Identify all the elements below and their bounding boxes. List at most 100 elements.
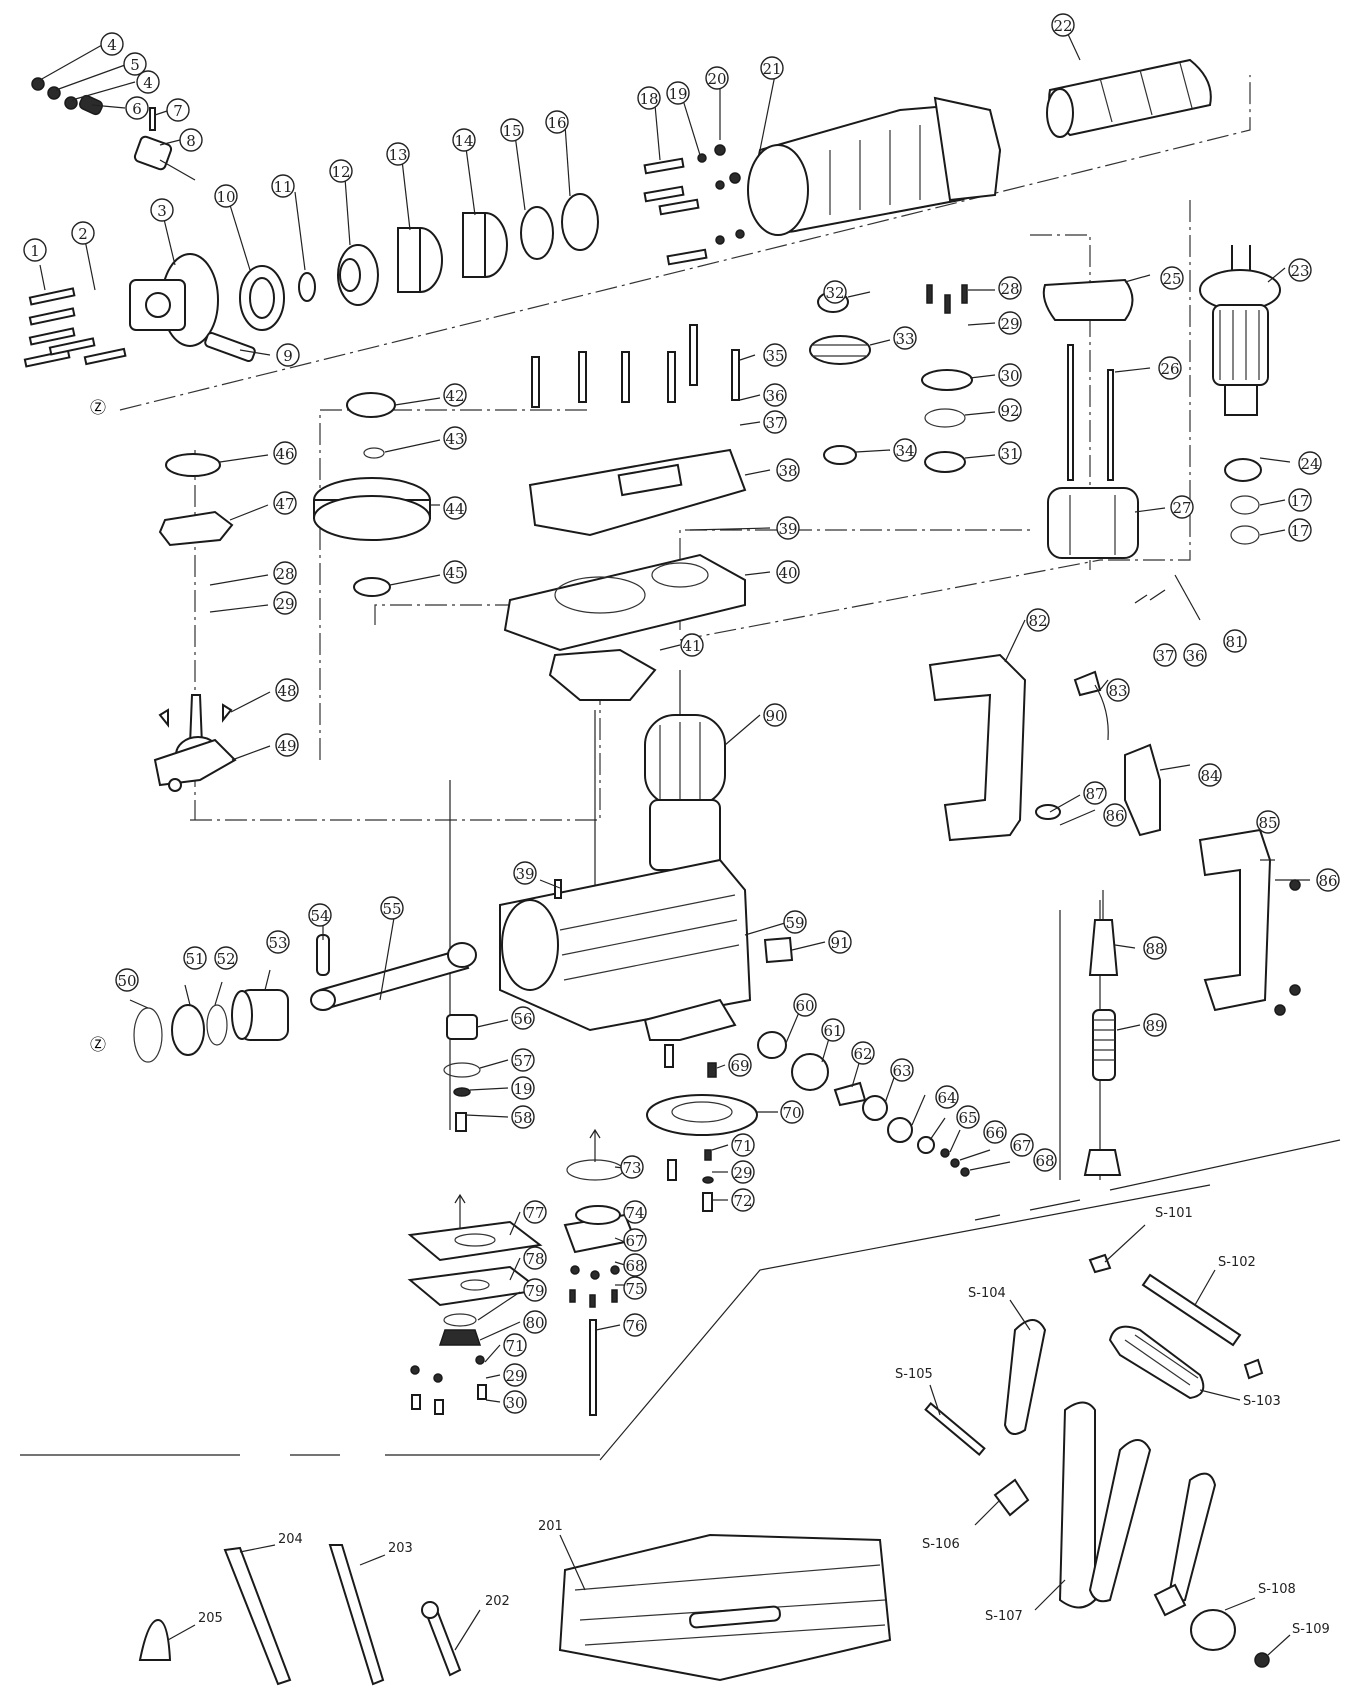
- callout-number: 81: [1225, 633, 1244, 651]
- callout-circle: [1170, 495, 1194, 519]
- callout-c9: 9: [276, 343, 300, 367]
- callout-c19b: 19: [511, 1076, 535, 1100]
- callout-circle: [500, 118, 524, 142]
- callout-c4a: 4: [100, 32, 124, 56]
- callout-number: 4: [107, 36, 117, 54]
- chuck-assembly: [23, 77, 599, 368]
- callout-c48: 48: [275, 678, 299, 702]
- accessory-labels: S-101 S-102 S-103 S-104 S-105 S-106 S-10…: [198, 1206, 1330, 1637]
- callout-circle: [329, 159, 353, 183]
- callout-c67b: 67: [623, 1228, 647, 1252]
- callout-circle: [1010, 1133, 1034, 1157]
- callout-circle: [513, 861, 537, 885]
- callout-c19a: 19: [666, 81, 690, 105]
- callout-c21: 21: [760, 56, 784, 80]
- callout-number: 34: [895, 442, 914, 460]
- callout-c6: 6: [125, 96, 149, 120]
- callout-c37a: 37: [763, 410, 787, 434]
- callout-circle: [166, 98, 190, 122]
- callout-c13: 13: [386, 142, 410, 166]
- callout-circle: [275, 678, 299, 702]
- callout-number: 1: [30, 242, 40, 260]
- callout-circle: [443, 426, 467, 450]
- motor-parts: [1042, 245, 1281, 559]
- callout-number: 24: [1300, 455, 1319, 473]
- callout-c16: 16: [545, 110, 569, 134]
- callout-c20: 20: [705, 66, 729, 90]
- callout-c18: 18: [637, 86, 661, 110]
- callout-number: 54: [310, 907, 329, 925]
- callout-c59: 59: [783, 910, 807, 934]
- callout-c36a: 36: [763, 383, 787, 407]
- callout-c82: 82: [1026, 608, 1050, 632]
- callout-number: 19: [513, 1080, 532, 1098]
- callout-c29c: 29: [731, 1160, 755, 1184]
- callout-number: 64: [937, 1089, 956, 1107]
- callout-number: 29: [505, 1367, 524, 1385]
- callout-circle: [273, 561, 297, 585]
- callout-c81: 81: [1223, 629, 1247, 653]
- callout-circle: [1288, 518, 1312, 542]
- label-203: 203: [388, 1541, 413, 1556]
- callout-circle: [503, 1390, 527, 1414]
- callout-circle: [125, 96, 149, 120]
- callout-number: 27: [1172, 499, 1191, 517]
- callout-c47: 47: [273, 491, 297, 515]
- barrel-housing: [643, 58, 1212, 266]
- callout-circle: [728, 1053, 752, 1077]
- callout-number: 13: [388, 146, 407, 164]
- callout-circle: [179, 128, 203, 152]
- callout-number: 82: [1028, 612, 1047, 630]
- callout-number: 36: [1185, 647, 1204, 665]
- callout-circle: [998, 311, 1022, 335]
- label-s106: S-106: [922, 1537, 960, 1552]
- callout-number: 46: [275, 445, 294, 463]
- callout-number: 23: [1290, 262, 1309, 280]
- callout-c86a: 86: [1103, 803, 1127, 827]
- callout-number: 47: [275, 495, 294, 513]
- callout-number: 67: [1012, 1137, 1031, 1155]
- screws-18: [643, 144, 745, 266]
- callout-circle: [545, 110, 569, 134]
- callout-number: 67: [625, 1232, 644, 1250]
- callout-number: 77: [525, 1204, 544, 1222]
- callout-c50: 50: [115, 968, 139, 992]
- callout-number: 92: [1000, 402, 1019, 420]
- callout-circle: [273, 441, 297, 465]
- callout-circle: [783, 910, 807, 934]
- callout-number: 50: [117, 972, 136, 990]
- callout-circle: [1158, 356, 1182, 380]
- callout-number: 16: [547, 114, 566, 132]
- callout-c74: 74: [623, 1200, 647, 1224]
- callout-c38: 38: [776, 458, 800, 482]
- callout-number: 71: [733, 1137, 752, 1155]
- callout-c10: 10: [214, 184, 238, 208]
- rear-handle: [928, 653, 1301, 1016]
- callout-c52: 52: [214, 946, 238, 970]
- callout-circle: [511, 1105, 535, 1129]
- callout-number: 48: [277, 682, 296, 700]
- callout-c71b: 71: [503, 1333, 527, 1357]
- callout-number: 29: [1000, 315, 1019, 333]
- callout-circle: [620, 1155, 644, 1179]
- callout-c90: 90: [763, 703, 787, 727]
- callout-c87: 87: [1083, 781, 1107, 805]
- callout-number: 61: [823, 1022, 842, 1040]
- callout-number: 18: [639, 90, 658, 108]
- lower-gearbox: [563, 1031, 970, 1416]
- callout-number: 49: [277, 737, 296, 755]
- callout-circle: [123, 52, 147, 76]
- callout-number: 68: [1035, 1152, 1054, 1170]
- callout-number: 72: [733, 1192, 752, 1210]
- callout-c25: 25: [1160, 266, 1184, 290]
- callout-number: 66: [985, 1124, 1004, 1142]
- callout-circle: [893, 438, 917, 462]
- callout-number: 40: [778, 564, 797, 582]
- callout-circle: [1198, 763, 1222, 787]
- callout-number: 38: [778, 462, 797, 480]
- callout-c28b: 28: [273, 561, 297, 585]
- callout-number: 73: [622, 1159, 641, 1177]
- callout-c67a: 67: [1010, 1133, 1034, 1157]
- callout-circle: [821, 1018, 845, 1042]
- callout-circle: [23, 238, 47, 262]
